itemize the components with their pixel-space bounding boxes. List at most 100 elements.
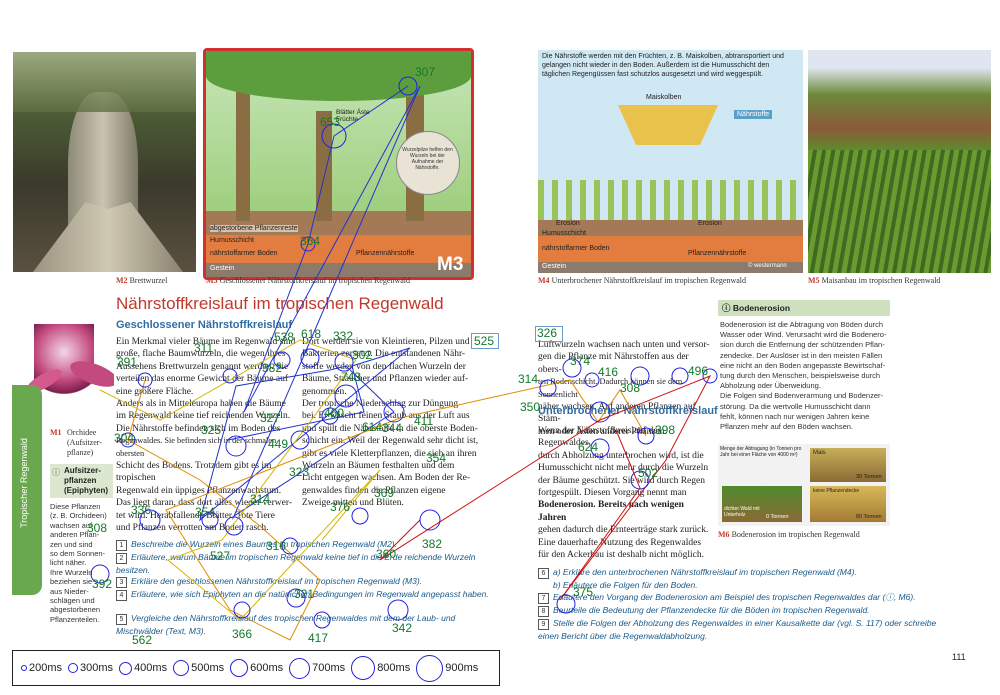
overlay-box-525 — [471, 333, 499, 349]
fixation-label: 538 — [274, 330, 294, 344]
legend-500ms: 500ms — [173, 660, 224, 676]
m1-photo — [14, 314, 114, 424]
m6-panel: Menge der Abtragung (in Tonnen pro Jahr … — [718, 444, 890, 526]
task-6b: b) Erläutere die Folgen für den Boden. — [553, 580, 698, 590]
fixation-label: 316 — [266, 539, 286, 553]
m5-caption: M5 Maisanbau im tropischen Regenwald — [808, 276, 941, 285]
info-icon: ⓘ — [722, 303, 731, 313]
m4-label-nutrients: Nährstoffe — [734, 110, 773, 119]
m3-label-humus: Humusschicht — [210, 237, 254, 244]
bodenerosion-title: Bodenerosion — [732, 303, 791, 313]
fixation-label: 417 — [308, 631, 328, 645]
fixation-label: 382 — [262, 361, 282, 375]
right-subtitle: Unterbrochener Nährstoffkreislauf — [538, 405, 718, 417]
m2-caption: M2 Brettwurzel — [116, 276, 168, 285]
fixation-label: 314 — [250, 492, 270, 506]
fixation-label: 308 — [87, 521, 107, 535]
m5-photo — [808, 50, 991, 273]
m4-caption: M4 Unterbrochener Nährstoffkreislauf im … — [538, 276, 747, 285]
right-column-top: Luftwurzeln wachsen nach unten und verso… — [538, 340, 710, 437]
fixation-label: 350 — [520, 400, 540, 414]
fixation-label: 327 — [260, 411, 280, 425]
m3-overlay-tag: M3 — [437, 254, 464, 275]
bodenerosion-info-box: ⓘ Bodenerosion Bodenerosion ist die Abtr… — [718, 300, 890, 436]
m3-label-nutrients: Pflanzennährstoffe — [356, 250, 415, 257]
m4-label-copyright: © westermann — [748, 263, 787, 269]
fixation-label: 376 — [330, 500, 350, 514]
fixation-label: 562 — [132, 633, 152, 647]
m4-label-corn: Maiskolben — [646, 94, 682, 101]
m3-label-litter: abgestorbene Pflanzenreste — [210, 225, 298, 232]
fixation-label: 392 — [92, 577, 112, 591]
fixation-label: 364 — [300, 234, 320, 248]
fixation-label: 304 — [114, 431, 134, 445]
side-tab — [12, 385, 42, 595]
m6-cell-60t: 60 Tonnen — [856, 514, 882, 520]
m6-cell-nocover: keine Pflanzendecke — [813, 488, 860, 494]
m4-label-humus: Humusschicht — [542, 230, 586, 237]
m4-illustration: Die Nährstoffe werden mit den Früchten, … — [538, 50, 803, 273]
fixation-label: 374 — [570, 354, 590, 368]
m4-label-soil: nährstoffarmer Boden — [542, 245, 610, 252]
fixation-label: 460 — [324, 406, 344, 420]
m6-caption: M6 Bodenerosion im tropischen Regenwald — [718, 530, 860, 539]
fixation-label: 502 — [638, 466, 658, 480]
legend-600ms: 600ms — [230, 659, 283, 677]
fixation-label: 618 — [301, 327, 321, 341]
fixation-label: 308 — [620, 381, 640, 395]
fixation-label: 336 — [131, 503, 151, 517]
fixation-label: 624 — [578, 440, 598, 454]
fixation-label: 344 — [382, 421, 402, 435]
m4-intro-text: Die Nährstoffe werden mit den Früchten, … — [542, 53, 784, 78]
overlay-box-326 — [535, 326, 563, 342]
legend-700ms: 700ms — [289, 657, 345, 679]
m3-illustration: Wurzelpilze helfen den Wurzeln bei der A… — [203, 48, 474, 280]
m6-cell-mais: Mais — [813, 450, 826, 456]
m4-label-erosion-1: Erosion — [556, 220, 580, 227]
fixation-label: 326 — [537, 326, 557, 340]
fixation-label: 325 — [201, 423, 221, 437]
fixation-label: 311 — [194, 341, 213, 355]
m6-cell-0t: 0 Tonnen — [766, 514, 789, 520]
section-subtitle: Geschlossener Nährstoffkreislauf — [116, 319, 293, 331]
m6-header: Menge der Abtragung (in Tonnen pro Jahr … — [720, 446, 802, 458]
fixation-label: 321 — [294, 587, 314, 601]
fixation-label: 342 — [392, 621, 412, 635]
fixation-label: 614 — [362, 420, 382, 434]
m3-label-leaves: Blätter Äste Früchte — [336, 109, 370, 123]
scanpath-yellow — [99, 339, 381, 621]
epiphyten-info-box: ⓘ Aufsitzer-pflanzen (Epiphyten) Diese P… — [50, 464, 113, 634]
fixation-label: 653 — [320, 115, 340, 129]
fixation-label: 366 — [232, 627, 252, 641]
scanpath-blue — [199, 85, 421, 522]
legend-800ms: 800ms — [351, 656, 410, 680]
fixation-label: 354 — [195, 505, 215, 519]
legend-400ms: 400ms — [119, 661, 167, 675]
m3-label-soil: nährstoffarmer Boden — [210, 250, 278, 257]
m3-label-rock: Gestein — [210, 265, 235, 272]
fixation-label: 332 — [333, 329, 353, 343]
m4-label-erosion-2: Erosion — [698, 220, 722, 227]
m6-cell-30t: 30 Tonnen — [856, 474, 882, 480]
fixation-label: 323 — [289, 465, 309, 479]
fixation-label: 354 — [426, 451, 446, 465]
fixation-label: 398 — [655, 423, 675, 437]
fixation-label: 382 — [422, 537, 442, 551]
fixation-label: 391 — [117, 355, 137, 369]
fixation-label: 375 — [573, 585, 593, 599]
duration-legend: 200ms 300ms 400ms 500ms 600ms 700ms 800m… — [12, 650, 500, 686]
fixation-label: 314 — [518, 372, 538, 386]
fixation-label: 369 — [374, 486, 394, 500]
fixation-label: 525 — [474, 334, 494, 348]
fixation-label: 302 — [352, 348, 372, 362]
fixation-label: 527 — [210, 549, 230, 563]
fixation-label: 411 — [414, 414, 433, 428]
legend-200ms: 200ms — [21, 662, 62, 674]
